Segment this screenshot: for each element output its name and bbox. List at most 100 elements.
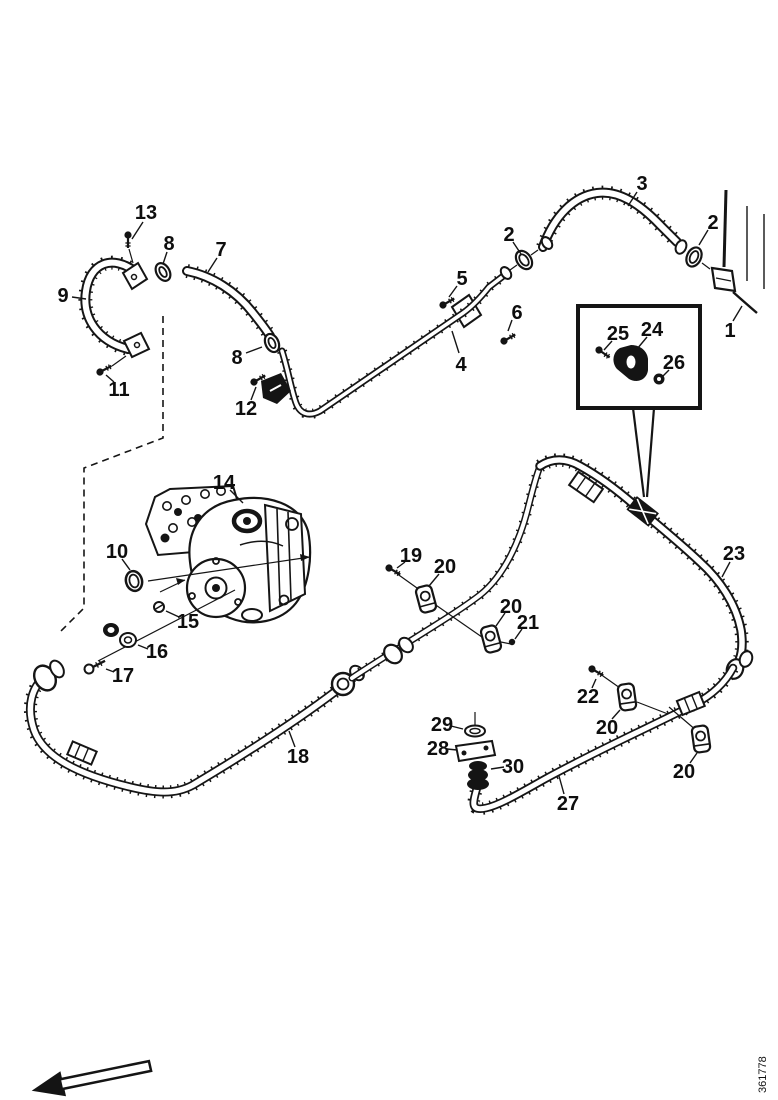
hose-9 bbox=[78, 248, 151, 367]
callout-leader-4-12 bbox=[451, 330, 460, 354]
callout-15-19: 15 bbox=[177, 611, 199, 633]
hose-23-clamp-band bbox=[626, 496, 659, 527]
hose-27 bbox=[454, 663, 739, 815]
callout-16-20: 16 bbox=[146, 641, 168, 663]
hose-23 bbox=[535, 453, 754, 680]
suction-tube bbox=[348, 465, 544, 683]
bracket-12 bbox=[261, 373, 291, 404]
callout-24-15: 24 bbox=[641, 319, 664, 341]
nut-21 bbox=[508, 638, 516, 646]
clamp-20-d bbox=[690, 723, 712, 755]
clamp-20-a bbox=[413, 583, 439, 615]
callout-17-21: 17 bbox=[112, 665, 134, 687]
dashed-boundary bbox=[57, 316, 164, 635]
fitting-1 bbox=[710, 266, 737, 293]
callout-leader-20-30 bbox=[689, 752, 698, 764]
callout-leader-19-23 bbox=[396, 561, 406, 569]
callout-leader-11-4 bbox=[105, 374, 115, 383]
mounting-axis-lines bbox=[97, 554, 311, 662]
oring-10 bbox=[124, 569, 144, 593]
callout-2-7: 2 bbox=[503, 224, 514, 246]
callout-3-8: 3 bbox=[636, 173, 647, 195]
callout-11-4: 11 bbox=[108, 379, 129, 401]
callout-8-1: 8 bbox=[163, 233, 174, 255]
callout-20-29: 20 bbox=[596, 717, 618, 739]
callout-leader-10-18 bbox=[121, 558, 131, 571]
callout-leader-14-17 bbox=[229, 489, 244, 504]
callout-4-12: 4 bbox=[455, 354, 467, 376]
clamp-20-c bbox=[616, 681, 638, 713]
callout-22-28: 22 bbox=[577, 686, 599, 708]
callout-leader-17-21 bbox=[105, 668, 115, 673]
clamp-8-right bbox=[263, 332, 281, 354]
callout-20-24: 20 bbox=[434, 556, 456, 578]
callout-19-23: 19 bbox=[400, 545, 422, 567]
callout-leader-28-32 bbox=[446, 748, 458, 751]
callout-leader-5-10 bbox=[448, 285, 458, 298]
callout-25-14: 25 bbox=[607, 323, 629, 345]
bolt-13 bbox=[123, 230, 133, 250]
nuts-16 bbox=[103, 623, 137, 648]
clip-15 bbox=[153, 601, 165, 613]
callout-12-6: 12 bbox=[235, 398, 257, 420]
callout-leader-8-5 bbox=[245, 346, 263, 354]
callout-27-31: 27 bbox=[557, 793, 579, 815]
callout-leader-20-24 bbox=[428, 573, 440, 587]
hose-3 bbox=[536, 185, 688, 255]
callout-21-26: 21 bbox=[517, 612, 539, 634]
callout-leader-29-33 bbox=[450, 725, 464, 730]
callout-leader-1-13 bbox=[732, 305, 743, 322]
callout-leader-3-8 bbox=[627, 191, 638, 207]
callout-5-10: 5 bbox=[456, 268, 467, 290]
callout-leader-18-22 bbox=[288, 730, 296, 748]
callout-6-11: 6 bbox=[511, 302, 522, 324]
return-tube-4 bbox=[277, 266, 513, 419]
bolt-6 bbox=[497, 330, 519, 348]
detail-inset-box bbox=[576, 304, 702, 498]
frame-edge-lines bbox=[722, 189, 765, 314]
callout-leader-13-0 bbox=[131, 221, 144, 240]
callout-leader-20-25 bbox=[495, 612, 506, 627]
callout-leader-27-31 bbox=[558, 775, 565, 795]
callout-18-22: 18 bbox=[287, 746, 309, 768]
screw-17 bbox=[83, 659, 106, 675]
callout-leader-26-16 bbox=[661, 369, 670, 378]
callout-leader-12-6 bbox=[250, 386, 257, 401]
callout-13-0: 13 bbox=[135, 202, 157, 224]
callout-leader-15-19 bbox=[165, 610, 180, 618]
callout-leader-9-3 bbox=[71, 296, 87, 300]
callout-1-13: 1 bbox=[724, 320, 735, 342]
oring-2-left bbox=[509, 249, 539, 271]
hose-7 bbox=[182, 264, 277, 341]
callout-leader-7-2 bbox=[207, 257, 218, 273]
callout-29-33: 29 bbox=[431, 714, 453, 736]
bolt-11 bbox=[94, 361, 115, 378]
callout-14-17: 14 bbox=[213, 472, 236, 494]
hose-23-sleeve bbox=[567, 470, 605, 504]
callout-10-18: 10 bbox=[106, 541, 128, 563]
screw-22 bbox=[585, 662, 607, 680]
callout-2-9: 2 bbox=[707, 212, 718, 234]
callout-leader-25-14 bbox=[603, 340, 613, 351]
callout-30-34: 30 bbox=[502, 756, 524, 778]
callout-leader-16-20 bbox=[137, 644, 149, 650]
callout-leader-22-28 bbox=[591, 678, 597, 689]
callout-leader-30-34 bbox=[490, 766, 505, 770]
callout-20-30: 20 bbox=[673, 761, 695, 783]
callout-leader-24-15 bbox=[636, 336, 648, 350]
callout-20-25: 20 bbox=[500, 596, 522, 618]
callout-26-16: 26 bbox=[663, 352, 685, 374]
callout-28-32: 28 bbox=[427, 738, 449, 760]
callout-leader-21-26 bbox=[514, 628, 523, 640]
callout-9-3: 9 bbox=[57, 285, 68, 307]
callout-8-5: 8 bbox=[231, 347, 242, 369]
callout-leader-6-11 bbox=[507, 319, 513, 332]
callout-leader-20-29 bbox=[611, 709, 621, 720]
hose-18 bbox=[24, 659, 365, 799]
clamp-8-left bbox=[154, 262, 172, 282]
clamp-20-b bbox=[478, 623, 504, 655]
callout-7-2: 7 bbox=[215, 239, 226, 261]
